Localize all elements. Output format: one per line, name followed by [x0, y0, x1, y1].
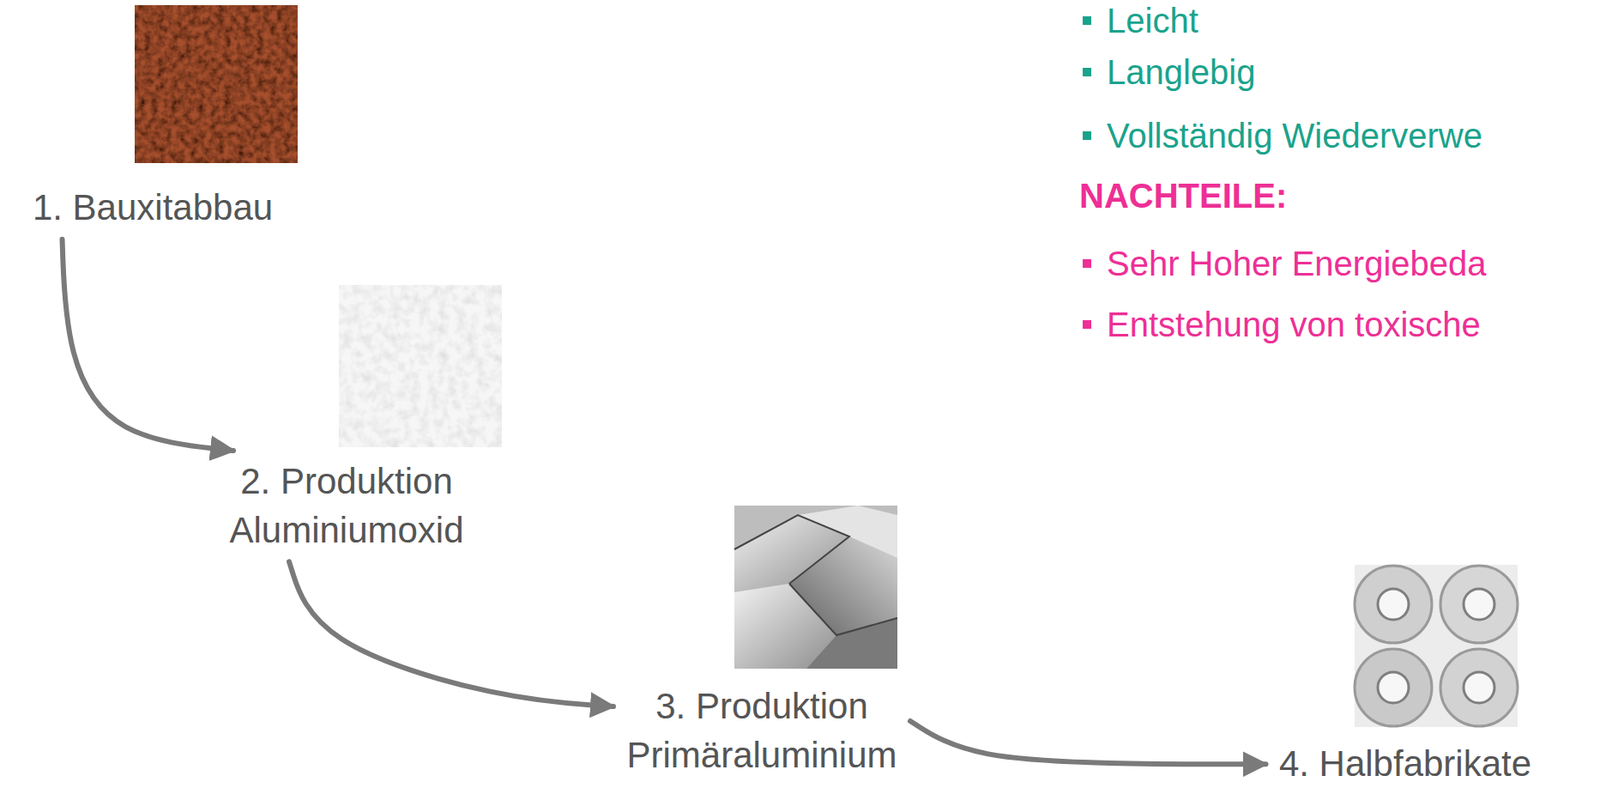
process-step: 1. Bauxitabbau	[28, 183, 278, 233]
bullet	[1082, 16, 1092, 25]
bullet	[1082, 320, 1092, 329]
coil-ground	[1354, 564, 1518, 727]
bauxite-image	[134, 5, 298, 164]
coil	[1354, 648, 1432, 726]
coil-core	[1463, 588, 1495, 620]
ingot-edge	[734, 514, 850, 584]
ingot-ground	[734, 505, 898, 669]
coil	[1354, 565, 1432, 643]
bullet	[1082, 131, 1092, 140]
step-label: 2. Produktion Aluminiumoxid	[229, 460, 464, 550]
coil	[1440, 565, 1518, 643]
list-item: Vollständig Wiederverwe	[1106, 114, 1483, 157]
ingot	[806, 617, 898, 669]
step-label: 3. Produktion Primäraluminium	[626, 685, 897, 775]
section-heading: NACHTEILE:	[1079, 175, 1287, 217]
flow-arrow	[289, 561, 614, 707]
bullet	[1082, 67, 1092, 77]
process-step: 3. Produktion Primäraluminium	[621, 682, 902, 779]
list-item: Entstehung von toxische	[1106, 303, 1481, 345]
flow-arrow	[62, 239, 235, 451]
list-item: Langlebig	[1106, 51, 1256, 93]
process-step: 4. Halbfabrikate	[1274, 739, 1537, 789]
alumina-powder-image	[338, 284, 502, 447]
coil-core	[1463, 671, 1495, 703]
aluminium-ingot-image	[734, 505, 898, 669]
coil-core	[1377, 671, 1409, 703]
bullet	[1082, 259, 1092, 268]
step-label: 1. Bauxitabbau	[32, 187, 273, 228]
flow-arrow	[910, 720, 1267, 764]
process-step: 2. Produktion Aluminiumoxid	[224, 457, 469, 555]
list-item: Sehr Hoher Energiebeda	[1106, 242, 1487, 284]
ingot-edge	[789, 583, 898, 635]
aluminium-coil-image	[1354, 564, 1518, 727]
coil	[1440, 648, 1518, 726]
list-item: Leicht	[1106, 0, 1199, 42]
coil-core	[1377, 588, 1409, 620]
ingot	[797, 505, 898, 558]
step-label: 4. Halbfabrikate	[1279, 742, 1532, 784]
